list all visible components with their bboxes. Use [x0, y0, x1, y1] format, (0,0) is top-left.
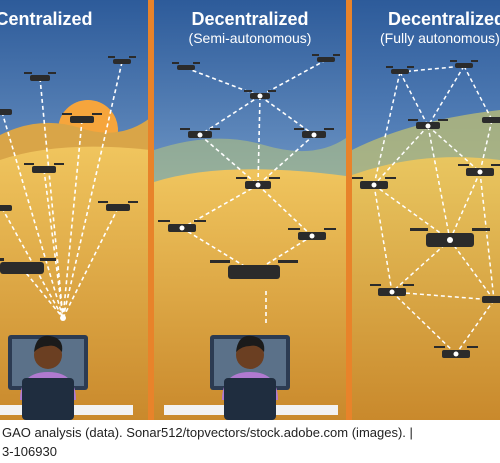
panel-title: Centralized — [0, 9, 93, 29]
source-caption-line-1: GAO analysis (data). Sonar512/topvectors… — [2, 425, 413, 440]
panel-semi-autonomous: Decentralized (Semi-autonomous) — [154, 0, 346, 420]
panel-subtitle: (Semi-autonomous) — [188, 30, 312, 46]
centralized-illustration — [0, 0, 150, 420]
drone-icons — [158, 54, 340, 279]
panel-subtitle: (Fully autonomous) — [380, 30, 500, 46]
fully-autonomous-illustration — [352, 0, 500, 420]
panel-fully-autonomous: Decentralized (Fully autonomous) — [352, 0, 500, 420]
mesh-links — [373, 65, 495, 355]
panel-title: Decentralized — [191, 9, 309, 29]
panel-divider — [346, 0, 352, 420]
drone-icons — [0, 56, 138, 274]
source-caption-line-2: 3-106930 — [2, 444, 57, 459]
panel-title: Decentralized — [388, 9, 500, 29]
chair — [224, 378, 276, 420]
panel-divider — [148, 0, 154, 420]
semi-autonomous-illustration — [154, 0, 346, 420]
panel-centralized: Centralized — [0, 0, 150, 420]
chair — [22, 378, 74, 420]
control-links — [1, 61, 123, 319]
